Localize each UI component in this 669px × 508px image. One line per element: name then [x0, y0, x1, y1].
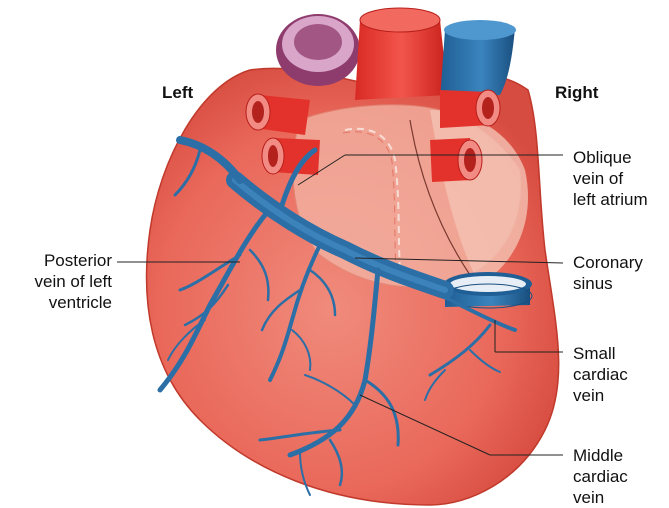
label-small-cardiac-vein: Small cardiac vein: [573, 343, 628, 406]
label-oblique-vein: Oblique vein of left atrium: [573, 147, 648, 210]
orientation-right-label: Right: [555, 82, 598, 103]
label-posterior-vein: Posterior vein of left ventricle: [17, 250, 112, 313]
label-coronary-sinus: Coronary sinus: [573, 252, 643, 294]
orientation-left-label: Left: [162, 82, 193, 103]
label-middle-cardiac-vein: Middle cardiac vein: [573, 445, 628, 508]
